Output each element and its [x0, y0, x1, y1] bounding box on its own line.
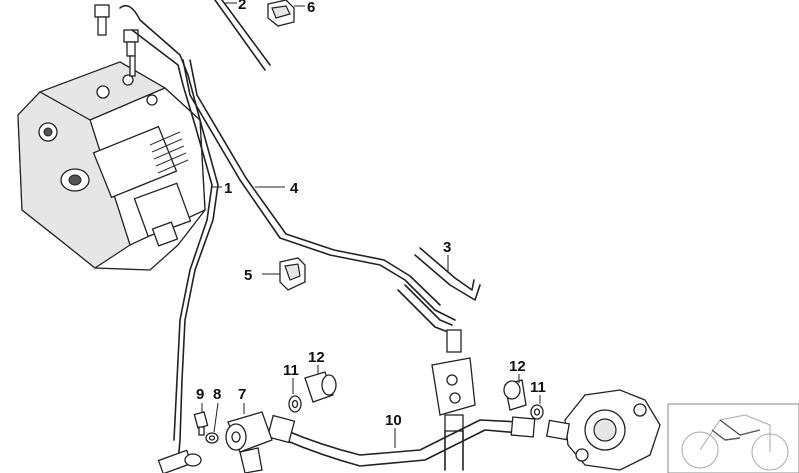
label-part-2: 2 [238, 0, 246, 13]
label-part-3: 3 [443, 239, 451, 256]
clip-5 [279, 257, 306, 291]
label-part-12-left: 12 [308, 349, 325, 366]
bracket-6 [267, 0, 295, 27]
brake-hose-10 [266, 414, 536, 467]
label-part-10: 10 [385, 412, 402, 429]
label-part-11-left: 11 [283, 362, 299, 379]
leader-8 [213, 402, 219, 433]
washer-8 [205, 432, 219, 444]
washer-11-right [530, 404, 544, 420]
label-part-4: 4 [290, 180, 299, 197]
distribution-block [431, 329, 476, 471]
label-part-12-right: 12 [509, 358, 526, 375]
hose-2 [214, 0, 266, 71]
label-part-11-right: 11 [530, 379, 546, 396]
banjo-bolt-12-right [503, 379, 527, 411]
label-part-8: 8 [213, 386, 221, 403]
label-part-6: 6 [307, 0, 315, 16]
label-part-5: 5 [244, 267, 252, 284]
hose-2-edge [221, 0, 271, 66]
brake-caliper [546, 389, 661, 471]
label-part-7: 7 [238, 386, 246, 403]
bleeder-screw-9 [193, 411, 209, 436]
brake-line-4 [182, 59, 456, 321]
brake-line-4-edge [189, 59, 441, 306]
abs-pressure-modulator [17, 61, 206, 271]
line-end-fitting [157, 449, 202, 473]
motorcycle-thumbnail [667, 403, 799, 473]
label-part-9: 9 [196, 386, 204, 403]
banjo-bolts [94, 4, 139, 77]
brake-line-1-inner [131, 29, 213, 441]
adapter-7 [225, 411, 273, 473]
label-part-1: 1 [224, 180, 232, 197]
hose-3 [397, 247, 481, 333]
banjo-bolt-12-left [304, 371, 337, 403]
brake-line-1 [119, 4, 219, 463]
washer-11-left [288, 395, 302, 413]
